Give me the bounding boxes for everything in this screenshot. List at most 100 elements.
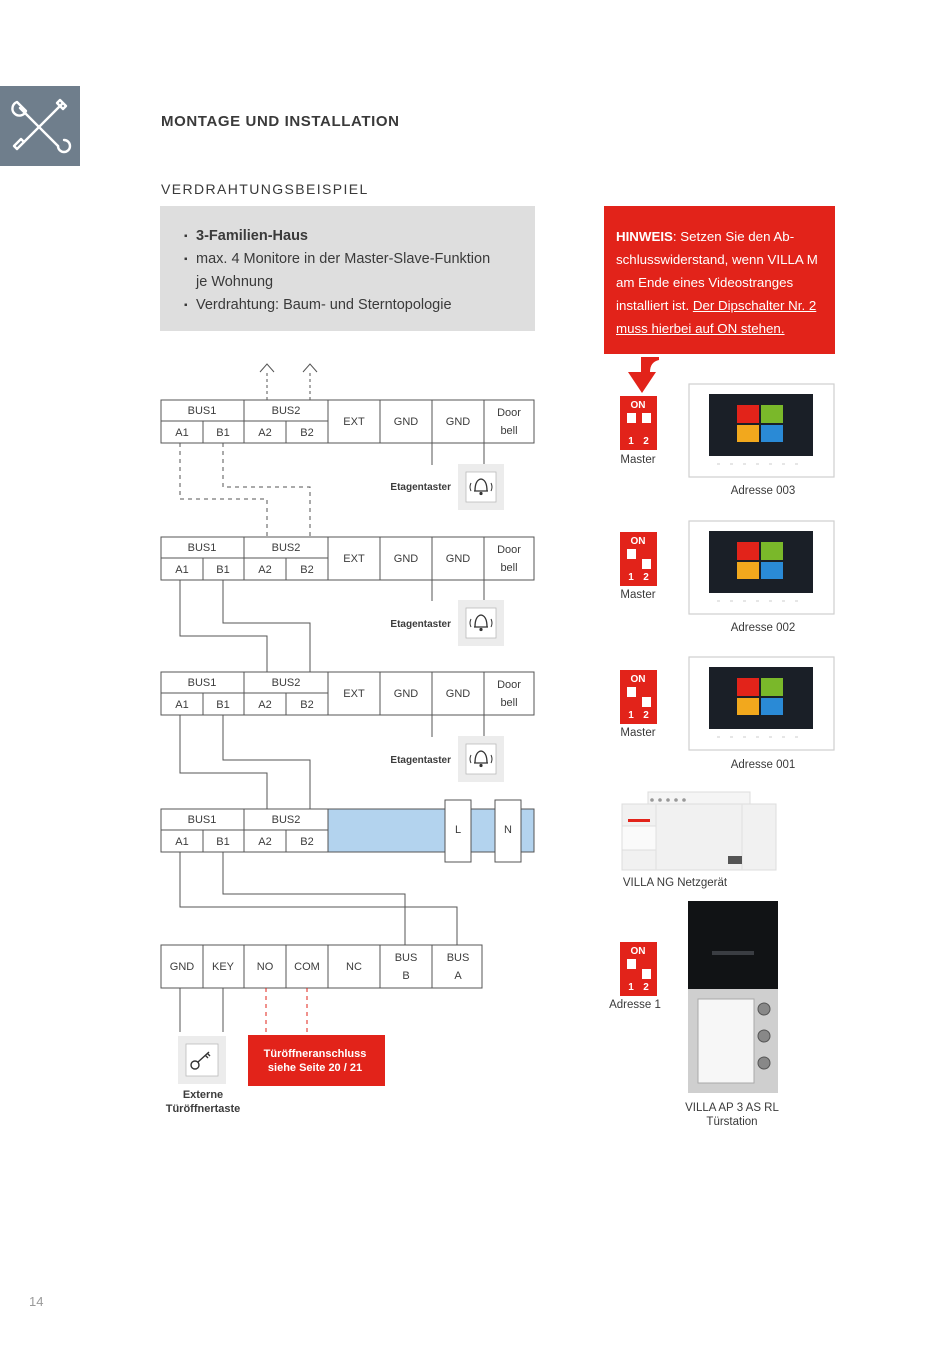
monitor-address-2: Adresse 002 xyxy=(731,622,796,634)
svg-text:BUS1: BUS1 xyxy=(188,814,217,826)
svg-text:BUS2: BUS2 xyxy=(272,677,301,689)
svg-text:2: 2 xyxy=(643,572,649,583)
dip-label-2: Master xyxy=(620,589,655,601)
svg-text:Door: Door xyxy=(497,679,521,691)
wires-5 xyxy=(179,988,308,1034)
key-button-label-2: Türöffnertaste xyxy=(166,1103,241,1115)
svg-text:A: A xyxy=(454,970,462,982)
svg-text:A1: A1 xyxy=(175,564,188,576)
power-supply-label: VILLA NG Netzgerät xyxy=(623,877,728,889)
door-opener-line2: siehe Seite 20 / 21 xyxy=(268,1062,362,1074)
svg-text:BUS1: BUS1 xyxy=(188,677,217,689)
svg-text:BUS: BUS xyxy=(395,952,418,964)
wires-2 xyxy=(179,580,485,672)
svg-text:GND: GND xyxy=(446,688,471,700)
svg-text:BUS2: BUS2 xyxy=(272,405,301,417)
svg-text:B2: B2 xyxy=(300,836,313,848)
svg-text:1: 1 xyxy=(628,710,634,721)
bell-icon xyxy=(457,599,505,647)
svg-text:Door: Door xyxy=(497,544,521,556)
svg-text:bell: bell xyxy=(500,697,517,709)
svg-text:KEY: KEY xyxy=(212,961,235,973)
svg-text:NC: NC xyxy=(346,961,362,973)
dip-label-1: Master xyxy=(620,454,655,466)
info-box: ▪3-Familien-Haus ▪max. 4 Monitore in der… xyxy=(160,206,535,331)
hint-arrow xyxy=(628,357,659,393)
svg-text:2: 2 xyxy=(643,710,649,721)
wires-3 xyxy=(179,715,485,809)
bell-icon xyxy=(457,463,505,511)
monitor-image xyxy=(688,383,835,478)
svg-text:A1: A1 xyxy=(175,427,188,439)
monitor-address-1: Adresse 003 xyxy=(731,485,796,497)
svg-text:BUS: BUS xyxy=(447,952,470,964)
page-number: 14 xyxy=(29,1294,44,1309)
svg-text:A1: A1 xyxy=(175,699,188,711)
svg-text:EXT: EXT xyxy=(343,553,365,565)
dip-switch-door: ON 1 2 xyxy=(620,942,657,996)
floor-button-label: Etagentaster xyxy=(390,755,451,766)
svg-text:NO: NO xyxy=(257,961,274,973)
svg-text:B1: B1 xyxy=(216,564,229,576)
svg-text:B2: B2 xyxy=(300,564,313,576)
svg-text:ON: ON xyxy=(631,536,646,547)
dip-label-3: Master xyxy=(620,727,655,739)
svg-text:GND: GND xyxy=(446,553,471,565)
svg-text:GND: GND xyxy=(394,416,419,428)
svg-text:GND: GND xyxy=(394,553,419,565)
hint-box: HINWEIS: Setzen Sie den Ab­schlusswiders… xyxy=(604,206,835,354)
svg-text:BUS1: BUS1 xyxy=(188,405,217,417)
svg-text:GND: GND xyxy=(170,961,195,973)
door-opener-box xyxy=(248,1035,385,1086)
svg-text:ON: ON xyxy=(631,674,646,685)
monitor-image xyxy=(688,520,835,615)
svg-text:GND: GND xyxy=(446,416,471,428)
key-button-label-1: Externe xyxy=(183,1089,223,1101)
door-station-label-1: VILLA AP 3 AS RL xyxy=(685,1102,779,1114)
svg-text:EXT: EXT xyxy=(343,688,365,700)
svg-text:A2: A2 xyxy=(258,836,271,848)
svg-text:2: 2 xyxy=(643,982,649,993)
svg-text:BUS2: BUS2 xyxy=(272,814,301,826)
svg-text:B1: B1 xyxy=(216,699,229,711)
monitor-terminal-3: BUS1 BUS2 A1 B1 A2 B2 EXT GND GND Door b… xyxy=(160,671,535,716)
power-supply-terminal: BUS1 BUS2 A1 B1 A2 B2 L N xyxy=(160,799,535,863)
svg-text:B1: B1 xyxy=(216,427,229,439)
svg-text:BUS1: BUS1 xyxy=(188,542,217,554)
monitor-terminal-1: BUS1 BUS2 A1 B1 A2 B2 EXT GND GND Door b… xyxy=(160,399,535,444)
svg-text:1: 1 xyxy=(628,436,634,447)
info-item: ▪max. 4 Monitore in der Master-Slave-Fun… xyxy=(184,251,491,267)
tools-icon xyxy=(11,98,72,154)
svg-text:B: B xyxy=(402,970,409,982)
monitor-terminal-2: BUS1 BUS2 A1 B1 A2 B2 EXT GND GND Door b… xyxy=(160,536,535,581)
info-item: je Wohnung xyxy=(196,274,274,290)
svg-text:A1: A1 xyxy=(175,836,188,848)
key-icon xyxy=(178,1036,226,1084)
floor-button-label: Etagentaster xyxy=(390,482,451,493)
dip-switch-3: ON 1 2 xyxy=(620,670,657,724)
tools-tab xyxy=(0,86,80,166)
dip-switch-1: ON 1 2 xyxy=(620,396,657,450)
svg-text:B2: B2 xyxy=(300,699,313,711)
svg-text:A2: A2 xyxy=(258,427,271,439)
svg-text:2: 2 xyxy=(643,436,649,447)
svg-text:A2: A2 xyxy=(258,699,271,711)
svg-text:Door: Door xyxy=(497,407,521,419)
svg-text:L: L xyxy=(455,824,461,836)
bus-continuation-arrows xyxy=(259,363,318,400)
door-station-terminal: GND KEY NO COM NC BUS B BUS A xyxy=(160,944,483,989)
bell-icon xyxy=(457,735,505,783)
hint-underlined: Der Dipschalter Nr. 2 muss hierbei auf O… xyxy=(616,298,817,336)
hint-text: : Setzen Sie den Ab­schlusswiderstand, w… xyxy=(616,229,818,313)
sub-title: VERDRAHTUNGSBEISPIEL xyxy=(161,181,369,197)
info-item: ▪3-Familien-Haus xyxy=(184,228,308,244)
svg-text:N: N xyxy=(504,824,512,836)
wires-4 xyxy=(179,852,458,945)
hint-label: HINWEIS xyxy=(616,229,673,244)
door-station-dip-label: Adresse 1 xyxy=(609,999,661,1011)
svg-text:A2: A2 xyxy=(258,564,271,576)
svg-text:1: 1 xyxy=(628,982,634,993)
svg-text:B1: B1 xyxy=(216,836,229,848)
svg-text:bell: bell xyxy=(500,425,517,437)
door-station-label-2: Türstation xyxy=(706,1116,757,1128)
